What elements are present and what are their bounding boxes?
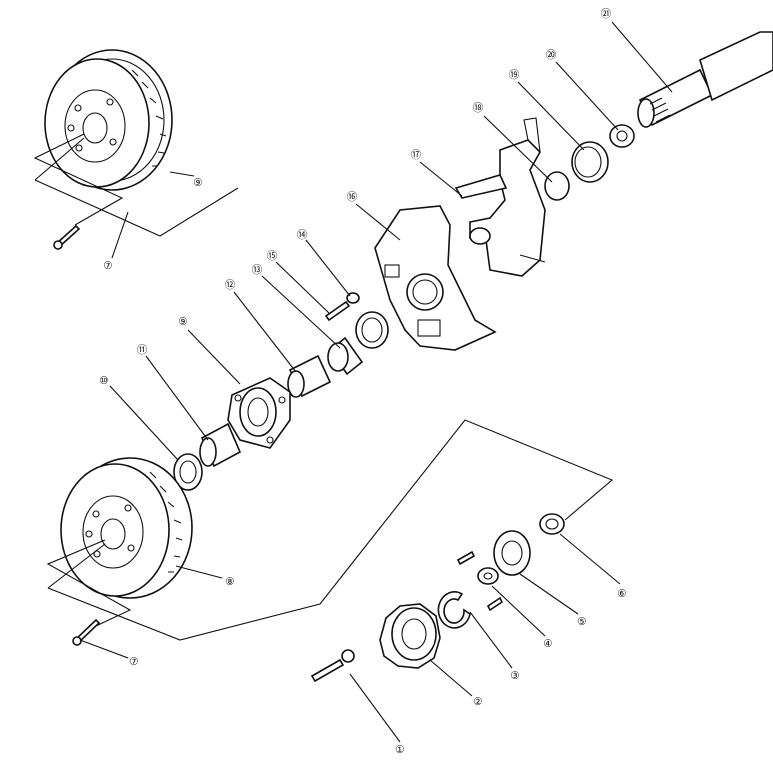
callout-7-upper-label: ⑦ [103, 260, 112, 272]
callout-10: ⑩ [99, 375, 108, 387]
outer-bearing [327, 336, 364, 376]
callout-3-label: ③ [510, 670, 519, 682]
callout-2: ② [473, 696, 482, 708]
callout-7-upper: ⑦ [103, 260, 112, 272]
callout-5: ⑤ [577, 616, 586, 628]
callout-7-lower-label: ⑦ [129, 656, 138, 668]
callout-6: ⑥ [617, 588, 626, 600]
bearing-spacer [287, 354, 332, 398]
callout-13-label: ⑬ [252, 264, 263, 276]
outer-bearing-race [355, 311, 389, 349]
callout-10-label: ⑩ [99, 375, 108, 387]
callout-20: ⑳ [546, 49, 557, 61]
callout-11-label: ⑪ [137, 344, 148, 356]
callout-2-label: ② [473, 696, 482, 708]
callout-15: ⑮ [267, 250, 278, 262]
thrust-washer [609, 124, 635, 148]
callout-5-label: ⑤ [577, 616, 586, 628]
upper-hub-bolt [53, 224, 81, 250]
callout-20-label: ⑳ [546, 49, 557, 61]
callout-18-label: ⑱ [473, 102, 484, 114]
hub-cap-2 [379, 603, 441, 669]
callout-14: ⑭ [297, 229, 308, 241]
callout-21-label: ㉑ [601, 8, 612, 20]
callout-16-label: ⑯ [347, 191, 358, 203]
inner-sleeve [199, 422, 242, 468]
callout-leaders [79, 21, 673, 743]
callout-9-upper: ⑨ [193, 177, 202, 189]
oil-seal [571, 141, 609, 183]
lower-bolt-leader [46, 419, 614, 641]
callout-8: ⑧ [225, 576, 234, 588]
callout-4: ④ [543, 638, 552, 650]
callout-9-lower: ⑨ [178, 316, 187, 328]
upper-brake-rotor [44, 49, 173, 191]
lower-hub-bolt [72, 618, 101, 646]
inner-bearing [173, 453, 203, 491]
drive-axle-shaft [637, 31, 773, 128]
upper-bolt-leader [33, 133, 239, 237]
callout-21: ㉑ [601, 8, 612, 20]
callout-9-upper-label: ⑨ [193, 177, 202, 189]
callout-8-label: ⑧ [225, 576, 234, 588]
callout-9-lower-label: ⑨ [178, 316, 187, 328]
callout-1: ① [395, 744, 404, 756]
callout-19: ⑲ [509, 69, 520, 81]
snap-ring-3 [437, 591, 471, 629]
callout-7-lower: ⑦ [129, 656, 138, 668]
ring-6 [539, 513, 565, 535]
callout-14-label: ⑭ [297, 229, 308, 241]
callout-1-label: ① [395, 744, 404, 756]
steering-knuckle [454, 117, 570, 277]
shield-bolt [324, 292, 360, 322]
callout-18: ⑱ [473, 102, 484, 114]
hub-body-5 [493, 530, 531, 576]
washer-4 [477, 567, 499, 585]
small-screws [456, 550, 504, 612]
callout-12: ⑫ [225, 279, 236, 291]
callout-3: ③ [510, 670, 519, 682]
dust-shield [374, 205, 497, 351]
lower-brake-rotor [60, 457, 193, 599]
callout-17: ⑰ [411, 149, 422, 161]
callout-11: ⑪ [137, 344, 148, 356]
callout-12-label: ⑫ [225, 279, 236, 291]
callout-15-label: ⑮ [267, 250, 278, 262]
callout-6-label: ⑥ [617, 588, 626, 600]
wheel-hub [227, 377, 291, 449]
callout-13: ⑬ [252, 264, 263, 276]
callout-4-label: ④ [543, 638, 552, 650]
callout-19-label: ⑲ [509, 69, 520, 81]
bolt-1 [310, 649, 355, 683]
callout-16: ⑯ [347, 191, 358, 203]
callout-17-label: ⑰ [411, 149, 422, 161]
